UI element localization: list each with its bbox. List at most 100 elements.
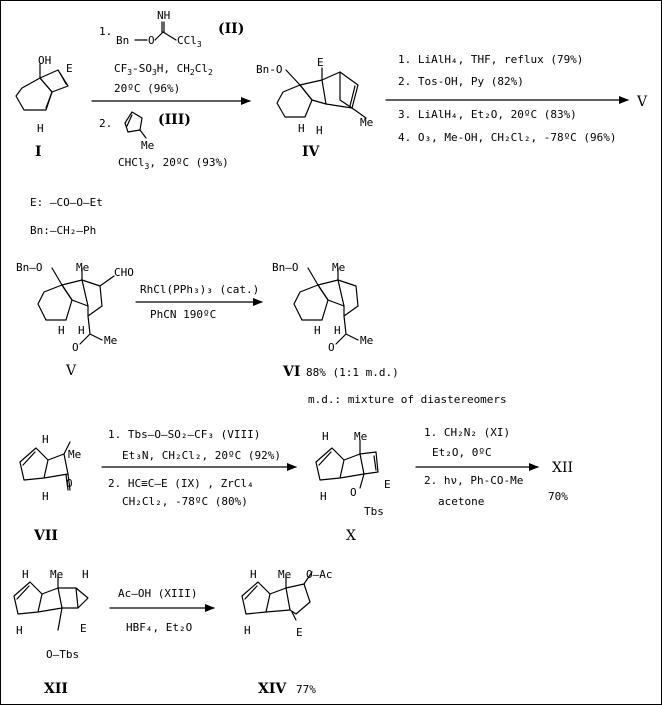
X-cyclopentene [315,447,345,481]
reagents-X-to-XII: 1. CH₂N₂ (XI) Et₂O, 0ºC 2. hν, Ph-CO-Me … [415,426,573,508]
VII-o: O [66,477,73,490]
imidate-nh: NH [157,9,170,22]
VI-me2: Me [360,334,373,347]
XIV-me: Me [278,568,291,581]
imidate-o: O [148,34,155,47]
VI-label: VI [282,364,300,380]
VII-cyclopentene [19,447,49,481]
IV-h1: H [298,122,305,135]
step-2-number: 2. [99,117,112,130]
imidate-bonds [134,31,177,41]
VI-h2: H [334,324,341,337]
XIV-ring3 [285,583,311,621]
X-me: Me [354,430,367,443]
V-cyclopentane [37,284,73,321]
X-reagent-2: Et₂O, 0ºC [432,446,492,459]
I-h-bond [45,91,53,109]
X-bonds [359,439,365,489]
V-cho: CHO [114,266,134,279]
XIV-h2: H [244,624,251,637]
XIV-oac: O—Ac [306,568,333,581]
I-double-bond [59,72,67,85]
XIV-cyclopentene [241,581,271,615]
VII-cyclobutanone [43,453,69,479]
X-reagent-1: 1. CH₂N₂ (XI) [424,426,510,439]
IV-h2: H [316,124,323,137]
X-h2: H [320,490,327,503]
IV-norbornene [321,71,359,109]
VII-h2: H [42,490,49,503]
VII-reagent-4: CH₂Cl₂, -78ºC (80%) [122,495,248,508]
X-cyclobutene [359,451,379,475]
XIV-e: E [296,626,303,639]
X-o: O [350,486,357,499]
reagents-VII-to-X: 1. Tbs—O—SO₂—CF₃ (VIII) Et₃N, CH₂Cl₂, 20… [101,428,297,508]
XII-bonds [57,575,63,631]
XII-reagent-2: HBF₄, Et₂O [126,621,192,634]
reagent-line-1: 1. LiAlH₄, THF, reflux (79%) [398,53,583,66]
X-h1: H [322,430,329,443]
compound-V: Bn—O Me CHO H H O Me V [16,261,134,379]
XII-cyclopentene [13,581,43,615]
reagent-line-2: 2. Tos-OH, Py (82%) [398,75,524,88]
VI-o: O [328,341,335,354]
IV-o-bond [285,69,301,86]
md-note: m.d.: mixture of diastereomers [308,393,507,406]
XII-yield: 70% [548,490,568,503]
V-h1: H [58,324,65,337]
V-label: V [65,363,77,379]
V-cho-bond [99,275,115,287]
product-V: V [636,94,648,110]
I-h: H [37,122,44,135]
V-me: Me [76,261,89,274]
legend-bn: Bn:—CH₂—Ph [30,224,96,237]
VII-me: Me [68,448,81,461]
IV-me: Me [360,116,373,129]
XIV-label: XIV [258,681,287,697]
VII-bonds [63,441,71,491]
XIV-yield: 77% [296,683,316,696]
V-reagent-2: PhCN 190ºC [150,308,216,321]
V-o-bond [51,267,63,286]
V-o: O [72,341,79,354]
XII-me: Me [50,568,63,581]
cond2: CHCl3, 20ºC (93%) [118,156,229,171]
reagents-XII-to-XIV: Ac—OH (XIII) HBF₄, Et₂O [109,587,215,634]
VI-h1: H [314,324,321,337]
VI-bno: Bn—O [272,261,299,274]
compound-XIV: H Me O—Ac E H XIV 77% [241,568,333,697]
V-ring3 [81,279,103,317]
X-e: E [384,478,391,491]
VI-o-bond [307,267,319,286]
legend-e: E: —CO—O—Et [30,196,103,209]
VII-label: VII [33,528,58,544]
VI-ring3 [337,279,359,317]
XII-tricycle [57,587,89,609]
compound-I: OH E H I [15,54,73,160]
XII-e: E [80,622,87,635]
XIV-bonds [285,571,313,589]
XII-h2: H [82,568,89,581]
XII-h1: H [22,568,29,581]
X-reagent-3: 2. hν, Ph-CO-Me [424,474,523,487]
IV-cyclopentane [276,84,313,118]
XII-product: XII [552,460,573,476]
compound-VI: Bn—O Me H H O Me VI 88% (1:1 m.d.) [272,261,399,380]
reagents-IV-to-V: 1. LiAlH₄, THF, reflux (79%) 2. Tos-OH, … [385,53,648,144]
cond1-temp: 20ºC (96%) [114,82,180,95]
VI-acetyl [335,315,359,345]
cond1: CF3-SO3H, CH2Cl2 [114,62,213,77]
IV-label: IV [302,144,321,160]
compound-XII: H Me H E H O—Tbs XII [13,568,89,697]
step-1-number: 1. [99,25,112,38]
X-tbs: Tbs [364,505,384,518]
IV-cyclobutane [299,79,327,105]
X-reagent-4: acetone [438,495,484,508]
imidate-ccl3: CCl3 [177,34,202,49]
V-acetyl [79,315,103,345]
I-label: I [35,144,42,160]
VI-yield: 88% (1:1 m.d.) [306,366,399,379]
VII-reagent-1: 1. Tbs—O—SO₂—CF₃ (VIII) [108,428,260,441]
